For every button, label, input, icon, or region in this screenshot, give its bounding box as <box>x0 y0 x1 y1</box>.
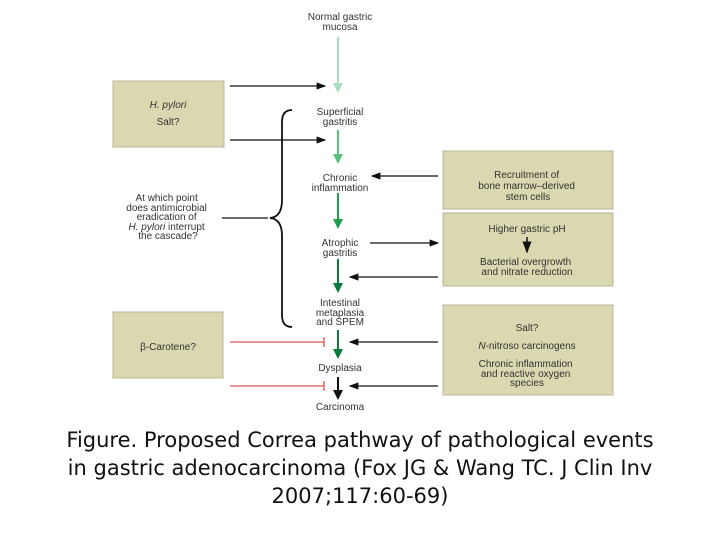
carotene-box <box>112 311 224 379</box>
influence-arrows <box>230 82 440 390</box>
carcinogens-salt: Salt? <box>516 323 539 334</box>
carotene-text: β-Carotene? <box>140 342 196 353</box>
higher-ph-text: Higher gastric pH <box>488 224 565 235</box>
nitroso-text: N-nitroso carcinogens <box>478 341 575 352</box>
hpylori-box <box>112 80 225 148</box>
progression-arrows <box>333 37 343 400</box>
carcinogens-box <box>442 304 614 396</box>
recruitment-box <box>442 150 614 210</box>
salt-label: Salt? <box>157 117 180 128</box>
brace <box>269 109 293 328</box>
stage-carcinoma: Carcinoma <box>316 402 365 413</box>
inflammation-ros-text: Chronic inflammation and reactive oxygen… <box>479 359 576 389</box>
caption-line-3: 2007;117:60-69) <box>271 484 449 508</box>
question-text: At which point does antimicrobial eradic… <box>126 193 209 242</box>
correa-pathway-diagram: H. pylori Salt? Recruitment of bone marr… <box>112 12 614 413</box>
stage-dysplasia: Dysplasia <box>318 363 362 374</box>
caption-line-1: Figure. Proposed Correa pathway of patho… <box>66 428 654 452</box>
figure-caption: Figure. Proposed Correa pathway of patho… <box>0 426 720 510</box>
caption-line-2: in gastric adenocarcinoma (Fox JG & Wang… <box>67 456 653 480</box>
inhibition-lines <box>230 337 325 391</box>
recruitment-text: Recruitment of bone marrow–derived stem … <box>478 170 578 203</box>
bacterial-text: Bacterial overgrowth and nitrate reducti… <box>480 257 574 278</box>
hpylori-label: H. pylori <box>150 100 187 111</box>
